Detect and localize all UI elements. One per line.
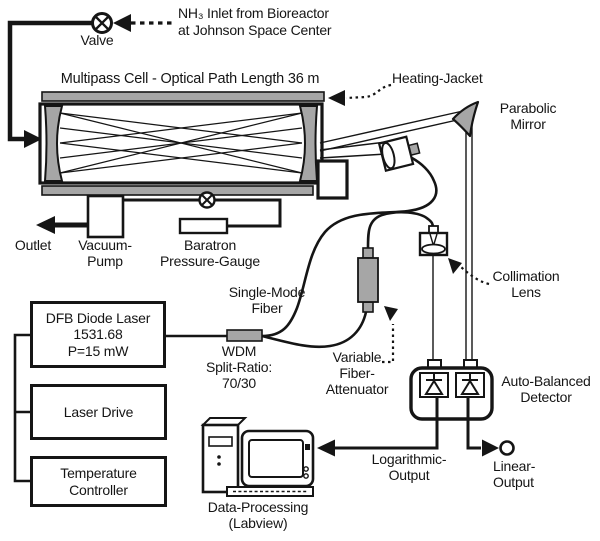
data-processing-label: Data-Processing (Labview) (207, 499, 309, 531)
cell-mirror-right (298, 105, 319, 182)
gas-inlet-line (7, 20, 93, 148)
auto-balanced-detector-label: Auto-Balanced Detector (501, 373, 591, 405)
vacuum-pump-label: Vacuum- Pump (78, 237, 132, 269)
inlet-valve-icon (91, 12, 113, 34)
cell-title: Multipass Cell - Optical Path Length 36 … (60, 71, 320, 87)
variable-attenuator-icon (357, 247, 379, 313)
heating-jacket-pointer (345, 83, 392, 100)
fiber-launch-collimator-icon (377, 135, 421, 173)
heating-jacket-top-bar (41, 91, 325, 102)
vacuum-pump-box (86, 194, 125, 239)
fiber-paths (261, 156, 438, 349)
heating-jacket-bottom-bar (41, 185, 314, 196)
attenuator-pointer (382, 324, 395, 364)
outlet-label: Outlet (14, 237, 52, 253)
vacuum-line (36, 191, 282, 239)
laser-drive-box: Laser Drive (30, 384, 167, 440)
variable-attenuator-label: Variable Fiber- Attenuator (325, 349, 389, 397)
single-mode-fiber-path (261, 156, 438, 338)
free-space-beams (319, 110, 473, 361)
linear-output-arrow (482, 439, 499, 457)
multipass-beam-pattern (59, 112, 303, 174)
keyboard-icon (226, 486, 314, 497)
detector-output-wires (317, 397, 515, 457)
logarithmic-output-label: Logarithmic- Output (371, 451, 447, 483)
baratron-gauge-box (178, 217, 229, 235)
heating-jacket-label: Heating-Jacket (392, 70, 483, 86)
auto-balanced-detector-icon (409, 359, 494, 421)
photodiode-right-icon (455, 372, 485, 398)
controller-bracket (13, 333, 30, 483)
pipe-valve-icon (198, 191, 216, 209)
attenuator-input-fiber (261, 311, 368, 349)
single-mode-fiber-label: Single-Mode Fiber (228, 284, 306, 316)
dfb-diode-laser-box: DFB Diode Laser 1531.68 P=15 mW (30, 301, 166, 368)
computer-icon (200, 417, 315, 497)
linear-output-label: Linear- Output (493, 458, 536, 490)
wdm-label: WDM Split-Ratio: 70/30 (205, 343, 273, 391)
parabolic-mirror-icon (451, 100, 480, 138)
multipass-cell (38, 91, 349, 200)
wdm-splitter-icon (226, 329, 263, 342)
logarithmic-output-arrow (317, 439, 335, 457)
annotation-arrows (345, 83, 490, 364)
temperature-controller-box: Temperature Controller (30, 456, 167, 507)
outlet-arrow (36, 216, 55, 234)
valve-label: Valve (80, 32, 114, 48)
attenuator-output-fiber (366, 210, 435, 250)
tower-icon (201, 423, 240, 494)
baratron-label: Baratron Pressure-Gauge (160, 237, 260, 269)
cell-mirror-left (43, 105, 64, 182)
cell-exit-port (316, 159, 349, 200)
nh3-inlet-arrow (113, 14, 173, 32)
collimation-lens-icon (418, 225, 449, 257)
nh3-inlet-label: NH₃ Inlet from Bioreactor at Johnson Spa… (178, 5, 332, 38)
linear-output-terminal (499, 440, 515, 456)
photodiode-left-icon (419, 372, 449, 398)
collimation-lens-pointer (460, 266, 490, 286)
parabolic-mirror-label: Parabolic Mirror (499, 100, 557, 132)
collimation-lens-label: Collimation Lens (492, 268, 560, 300)
